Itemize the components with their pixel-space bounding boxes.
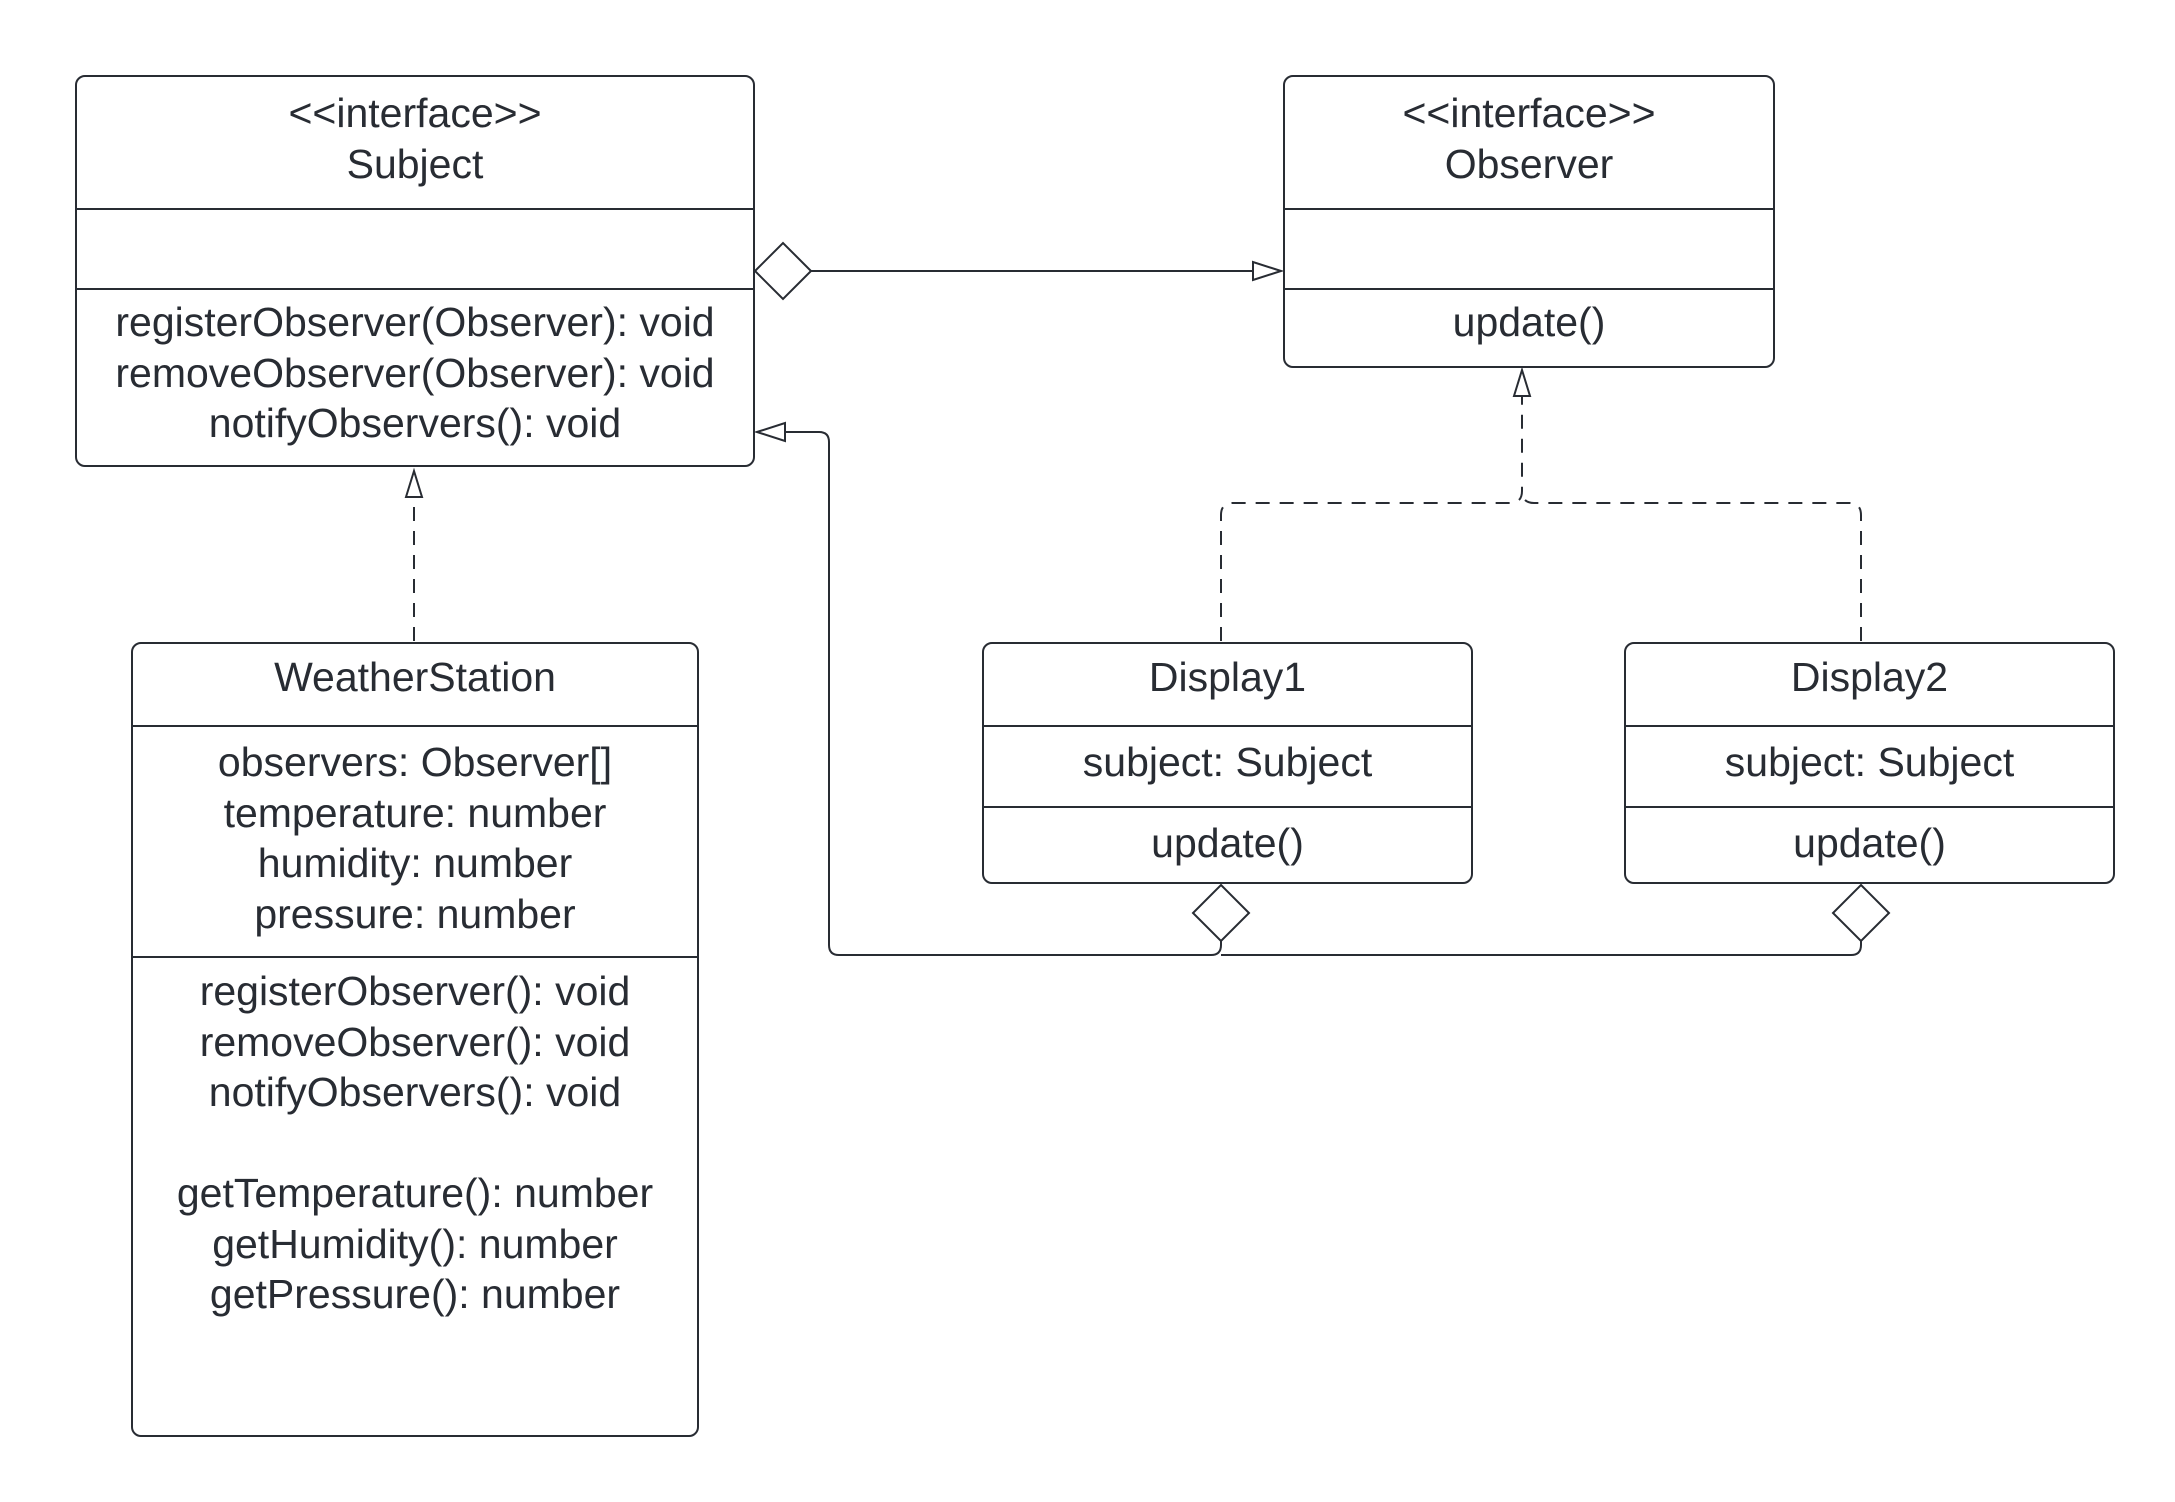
operation: getHumidity(): number: [212, 1220, 618, 1267]
weatherstation-subject-realization: [404, 467, 424, 641]
class-header: WeatherStation: [133, 644, 697, 725]
subject-observer-aggregation: [753, 241, 1285, 301]
attribute: subject: Subject: [1724, 739, 2015, 785]
class-display1[interactable]: Display1 subject: Subject update(): [982, 642, 1473, 884]
operation: notifyObservers(): void: [208, 1069, 622, 1115]
class-weatherstation[interactable]: WeatherStation observers: Observer[] tem…: [131, 642, 699, 1437]
attribute: subject: Subject: [1082, 739, 1373, 785]
operation: update(): [1151, 820, 1304, 866]
operation: notifyObservers(): void: [208, 400, 622, 446]
displays-observer-realization: [1220, 366, 1862, 641]
open-arrowhead: [1252, 260, 1285, 282]
class-name: Display1: [1148, 654, 1307, 700]
attributes-section: [1285, 208, 1773, 288]
stereotype: <<interface>>: [288, 90, 542, 136]
stereotype: <<interface>>: [1402, 90, 1656, 136]
class-name: Subject: [346, 140, 484, 187]
attributes-section: subject: Subject: [1626, 725, 2113, 806]
attributes-section: subject: Subject: [984, 725, 1471, 806]
operation: getTemperature(): number: [176, 1170, 654, 1216]
class-observer[interactable]: <<interface>> Observer update(): [1283, 75, 1775, 368]
attributes-section: [77, 208, 753, 288]
operations-section: update(): [984, 806, 1471, 869]
hollow-triangle-arrowhead: [1512, 366, 1532, 397]
class-header: <<interface>> Observer: [1285, 77, 1773, 208]
operation: update(): [1793, 820, 1946, 866]
attribute: humidity: number: [257, 840, 573, 886]
displays-subject-aggregation: [753, 421, 1891, 956]
attribute: observers: Observer[]: [217, 739, 613, 785]
operations-section: update(): [1285, 288, 1773, 348]
operation-spacer: [133, 1118, 697, 1169]
class-name: WeatherStation: [274, 654, 556, 700]
class-header: Display2: [1626, 644, 2113, 725]
aggregation-diamond: [1831, 883, 1891, 943]
operations-section: registerObserver(Observer): void removeO…: [77, 288, 753, 449]
operations-section: registerObserver(): void removeObserver(…: [133, 956, 697, 1320]
class-display2[interactable]: Display2 subject: Subject update(): [1624, 642, 2115, 884]
class-header: Display1: [984, 644, 1471, 725]
operation: removeObserver(): void: [199, 1018, 631, 1065]
attributes-section: observers: Observer[] temperature: numbe…: [133, 725, 697, 956]
class-subject[interactable]: <<interface>> Subject registerObserver(O…: [75, 75, 755, 467]
operation: registerObserver(Observer): void: [115, 299, 715, 345]
operations-section: update(): [1626, 806, 2113, 869]
class-header: <<interface>> Subject: [77, 77, 753, 208]
open-arrowhead: [753, 421, 786, 443]
aggregation-diamond: [753, 241, 813, 301]
class-name: Display2: [1790, 654, 1949, 700]
operation: removeObserver(Observer): void: [115, 349, 715, 396]
operation: getPressure(): number: [209, 1271, 621, 1317]
operation: registerObserver(): void: [199, 968, 631, 1014]
class-name: Observer: [1444, 140, 1614, 187]
operation: update(): [1452, 299, 1606, 345]
hollow-triangle-arrowhead: [404, 467, 424, 498]
attribute: temperature: number: [223, 789, 607, 836]
attribute: pressure: number: [254, 890, 576, 937]
aggregation-diamond: [1191, 883, 1251, 943]
